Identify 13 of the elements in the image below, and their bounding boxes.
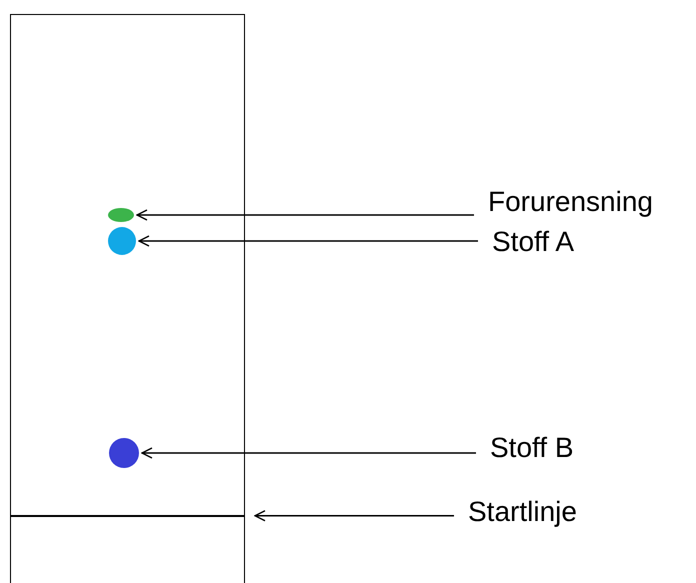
spot-label: Forurensning <box>488 186 653 218</box>
arrow <box>254 510 454 522</box>
start-line <box>11 515 244 516</box>
spot-label: Stoff A <box>492 226 574 258</box>
spot-label: Stoff B <box>490 432 574 464</box>
spot-label: Startlinje <box>468 496 577 528</box>
arrow <box>138 235 478 247</box>
plate-box <box>10 14 245 583</box>
spot <box>108 227 136 255</box>
arrow <box>136 209 474 221</box>
spot <box>109 438 139 468</box>
spot <box>108 208 134 222</box>
arrow <box>141 447 476 459</box>
